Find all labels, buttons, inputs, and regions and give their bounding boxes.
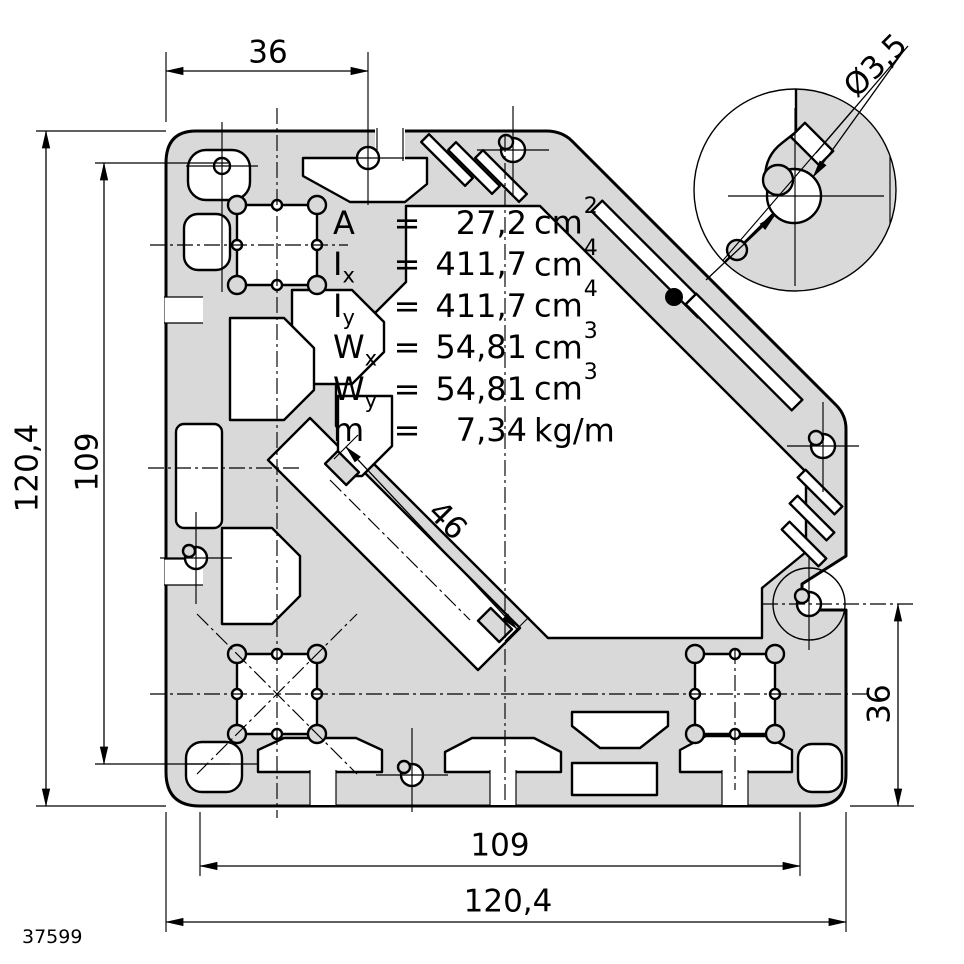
dim-left-inner-height: 109 — [69, 432, 106, 492]
spec-row-iy: Iy = 411,7 cm4 — [333, 277, 598, 330]
detail-indicator-circle — [772, 567, 846, 641]
dim-left-outer-height: 120,4 — [9, 423, 46, 513]
spec-row-area: A = 27,2 cm2 — [333, 194, 598, 242]
spec-row-mass: m = 7,34 kg/m — [333, 411, 615, 450]
dimension-lines — [36, 52, 914, 932]
detail-leader — [815, 45, 909, 154]
dim-right-offset: 36 — [861, 684, 898, 724]
detail-circle — [693, 88, 897, 292]
detail-view — [693, 45, 909, 641]
dim-bottom-outer-width: 120,4 — [463, 883, 553, 920]
spec-row-ix: Ix = 411,7 cm4 — [333, 235, 598, 288]
part-number: 37599 — [22, 926, 83, 948]
section-properties: A = 27,2 cm2 Ix = 411,7 cm4 Iy = 411,7 c… — [333, 194, 615, 452]
spec-row-wx: Wx = 54,81 cm3 — [333, 318, 598, 371]
detail-hook — [761, 163, 795, 197]
dim-top-width: 36 — [248, 34, 288, 71]
square-channel-br — [684, 643, 786, 745]
top-hat-cavity — [301, 156, 429, 204]
marker-dot — [665, 288, 683, 306]
spec-row-wy: Wy = 54,81 cm3 — [333, 360, 598, 413]
dim-bottom-inner-width: 109 — [470, 827, 530, 864]
